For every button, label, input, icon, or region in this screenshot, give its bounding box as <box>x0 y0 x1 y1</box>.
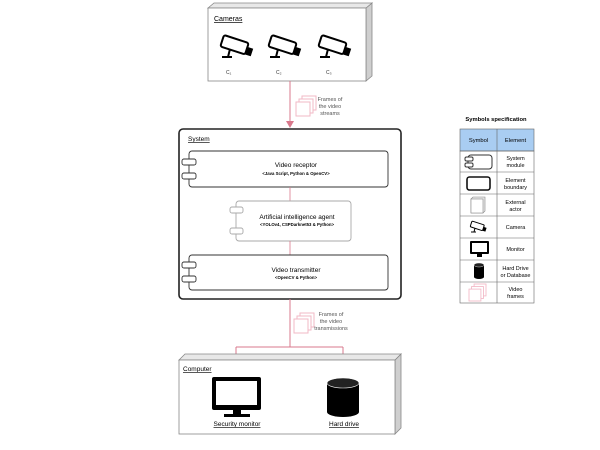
module-name: Video receptor <box>275 162 318 169</box>
legend-row-label: Monitor <box>506 247 525 253</box>
system-title: System <box>188 136 210 143</box>
flow-label: transmissions <box>314 326 348 332</box>
legend-row-label: frames <box>507 294 524 300</box>
symbols-legend: Symbols specification Symbol Element Sys… <box>459 117 535 304</box>
video-transmitter-module: Video transmitter <OpenCV & Python> <box>181 254 389 291</box>
cameras-title: Cameras <box>214 16 243 23</box>
module-tech: <OpenCV & Python> <box>275 275 318 280</box>
legend-row-label: module <box>506 163 524 169</box>
security-monitor-label: Security monitor <box>214 421 262 428</box>
video-receptor-module: Video receptor <Java Script, Python & Op… <box>181 150 389 188</box>
system-module-icon <box>464 154 493 170</box>
hard-drive-label: Hard drive <box>329 421 359 428</box>
module-tech: <YOLOv4, CSPDarknet53 & Python> <box>260 222 335 227</box>
camera-label: C₂ <box>276 70 282 76</box>
ai-agent-module: Artificial intelligence agent <YOLOv4, C… <box>229 200 352 242</box>
legend-row-label: boundary <box>504 185 527 191</box>
legend-row-label: System <box>506 156 525 162</box>
video-frames-icon <box>468 283 487 302</box>
module-name: Artificial intelligence agent <box>259 214 334 221</box>
computer-node: Computer Security monitor Hard drive <box>178 353 402 435</box>
database-icon <box>326 377 360 417</box>
flow-label: the video <box>319 104 341 110</box>
camera-icon <box>469 220 488 233</box>
video-frames-icon <box>295 95 317 117</box>
flow-label: streams <box>320 111 340 117</box>
computer-title: Computer <box>183 366 212 373</box>
module-tech: <Java Script, Python & OpenCV> <box>262 171 330 176</box>
monitor-icon <box>470 241 489 257</box>
legend-header-symbol: Symbol <box>469 138 488 144</box>
database-icon <box>473 262 485 279</box>
external-actor-icon <box>470 196 486 214</box>
legend-row-label: or Database <box>501 273 531 279</box>
legend-row-label: Hard Drive <box>502 266 528 272</box>
element-boundary-icon <box>466 176 491 191</box>
system-boundary: System Video receptor <Java Script, Pyth… <box>178 128 402 300</box>
video-frames-icon <box>293 312 315 334</box>
flow-label: the video <box>320 319 342 325</box>
flow-label: Frames of <box>318 97 343 103</box>
legend-row-label: External <box>505 200 525 206</box>
cameras-node: Cameras C₁ C₂ C₃ <box>206 2 374 82</box>
legend-row-label: Element <box>505 178 526 184</box>
camera-label: C₃ <box>326 70 332 76</box>
flow-label: Frames of <box>319 312 344 318</box>
legend-row-label: Video <box>509 287 523 293</box>
legend-header-element: Element <box>505 138 527 144</box>
legend-row-label: actor <box>509 207 521 213</box>
monitor-icon <box>212 377 261 417</box>
legend-row-label: Camera <box>506 225 527 231</box>
legend-title: Symbols specification <box>465 117 527 123</box>
module-name: Video transmitter <box>271 267 321 274</box>
camera-label: C₁ <box>226 70 232 76</box>
